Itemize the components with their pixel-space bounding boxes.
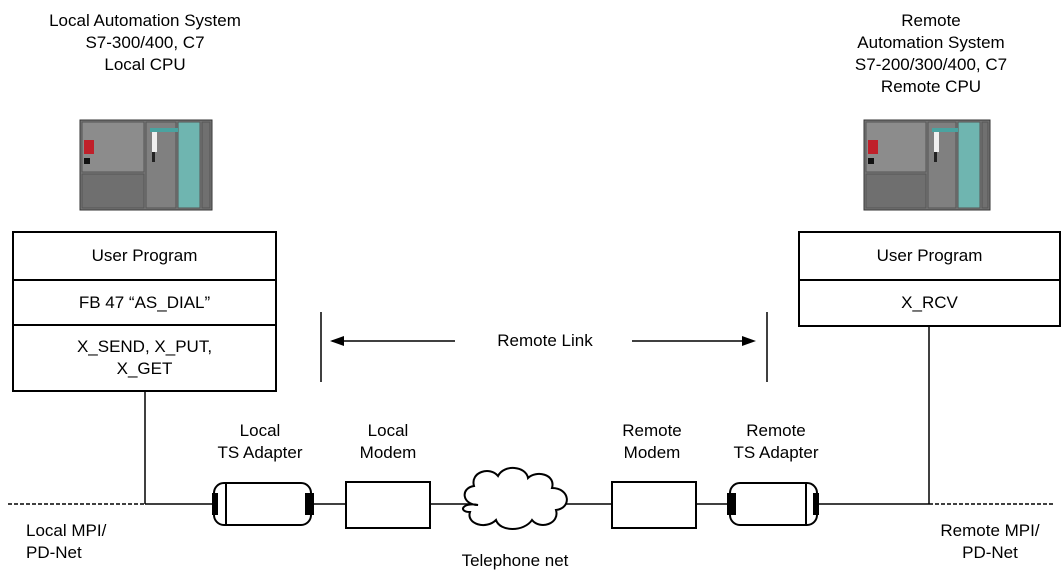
remote-cpu-icon	[863, 119, 991, 211]
telephone-net-label: Telephone net	[461, 551, 569, 570]
local-system-title: Local Automation System S7-300/400, C7 L…	[0, 10, 290, 76]
local-net-line-1: Local MPI/	[26, 521, 107, 540]
left-arrowhead-icon	[330, 336, 344, 346]
local-functions-cell: X_SEND, X_PUT, X_GET	[14, 326, 275, 390]
remote-ts-adapter-icon	[727, 482, 819, 526]
remote-net-line-1: Remote MPI/	[940, 521, 1040, 540]
remote-modem-line-1: Remote	[622, 421, 682, 440]
local-title-line-3: Local CPU	[104, 55, 186, 74]
remote-user-program-cell: User Program	[800, 233, 1059, 281]
local-fb47-label: FB 47 “AS_DIAL”	[78, 292, 211, 312]
remote-xrcv-label: X_RCV	[901, 293, 958, 312]
remote-program-block: User Program X_RCV	[798, 231, 1061, 327]
local-ts-adapter-icon	[212, 482, 314, 526]
remote-ts-adapter-line-1: Remote	[746, 421, 806, 440]
local-user-program-cell: User Program	[14, 233, 275, 281]
local-functions-line-2: X_GET	[116, 359, 173, 378]
remote-modem-line-2: Modem	[623, 443, 681, 462]
remote-net-line-2: PD-Net	[962, 543, 1018, 562]
local-net-line-2: PD-Net	[26, 543, 82, 562]
remote-ts-adapter-line-2: TS Adapter	[733, 443, 819, 462]
local-modem-line-1: Local	[367, 421, 409, 440]
remote-title-line-4: Remote CPU	[880, 77, 982, 96]
local-modem-label: Local Modem	[340, 420, 436, 464]
remote-modem-label: Remote Modem	[600, 420, 704, 464]
remote-title-line-1: Remote	[901, 11, 961, 30]
local-title-line-1: Local Automation System	[49, 11, 241, 30]
remote-ts-adapter-label: Remote TS Adapter	[706, 420, 846, 464]
right-arrowhead-icon	[742, 336, 756, 346]
remote-title-line-3: S7-200/300/400, C7	[854, 55, 1008, 74]
remote-link-label: Remote Link	[497, 331, 593, 350]
local-fb47-cell: FB 47 “AS_DIAL”	[14, 281, 275, 326]
local-ts-adapter-line-1: Local	[239, 421, 281, 440]
remote-user-program-label: User Program	[876, 246, 983, 265]
local-user-program-label: User Program	[91, 246, 198, 265]
remote-system-title: Remote Automation System S7-200/300/400,…	[800, 10, 1062, 98]
cloud-icon	[462, 467, 568, 530]
local-ts-adapter-label: Local TS Adapter	[190, 420, 330, 464]
local-net-label: Local MPI/ PD-Net	[10, 520, 130, 564]
local-program-block: User Program FB 47 “AS_DIAL” X_SEND, X_P…	[12, 231, 277, 392]
remote-modem-icon	[611, 481, 697, 529]
local-cpu-icon	[79, 119, 213, 211]
local-modem-line-2: Modem	[359, 443, 417, 462]
local-modem-icon	[345, 481, 431, 529]
local-ts-adapter-line-2: TS Adapter	[217, 443, 303, 462]
remote-xrcv-cell: X_RCV	[800, 281, 1059, 325]
remote-net-label: Remote MPI/ PD-Net	[920, 520, 1060, 564]
local-functions-line-1: X_SEND, X_PUT,	[76, 337, 213, 356]
remote-title-line-2: Automation System	[857, 33, 1005, 52]
local-title-line-2: S7-300/400, C7	[85, 33, 205, 52]
